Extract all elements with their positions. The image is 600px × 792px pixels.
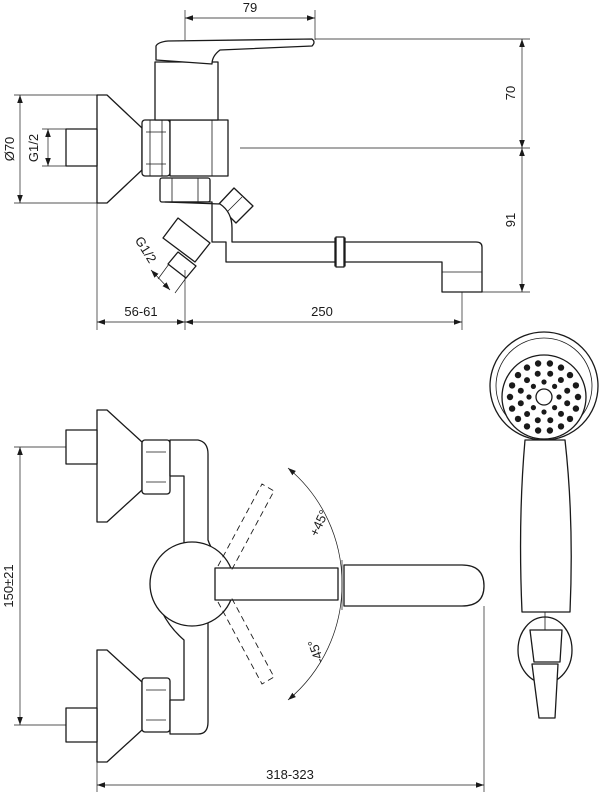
shower-nozzle: [526, 394, 532, 400]
shower-nozzle: [566, 371, 574, 379]
front-nut-bottom: [141, 677, 171, 733]
shower-nozzle: [572, 382, 580, 389]
front-lever: [214, 567, 339, 601]
shower-nozzle: [557, 377, 564, 383]
shower-hose-end: [531, 663, 559, 719]
shower-nozzle: [534, 427, 542, 434]
angle-plus-45: +45°: [306, 508, 331, 539]
side-lever-column: [154, 61, 219, 121]
shower-nozzle: [564, 387, 571, 394]
shower-nozzle: [523, 364, 531, 371]
shower-nozzles: [506, 360, 582, 434]
dim-91: 91: [503, 213, 518, 227]
dim-79: 79: [243, 0, 257, 15]
shower-center: [535, 388, 553, 406]
shower-holder-bracket: [529, 629, 563, 663]
front-nut-top: [141, 439, 171, 495]
shower-nozzle: [524, 377, 530, 384]
shower-nozzle: [517, 400, 524, 407]
shower-nozzle: [523, 423, 531, 430]
shower-nozzle: [506, 393, 514, 401]
shower-nozzle: [530, 405, 537, 411]
shower-nozzle: [541, 379, 547, 385]
dim-wall-offset: 56-61: [124, 304, 157, 319]
dim-spout-length: 250: [311, 304, 333, 319]
front-connector-top: [65, 429, 98, 465]
shower-nozzle: [552, 383, 558, 389]
side-spout: [164, 201, 483, 293]
side-valve-body: [169, 119, 229, 177]
side-lever-handle: [155, 38, 315, 65]
dim-thread-lower: G1/2: [132, 234, 160, 266]
shower-nozzle: [547, 417, 554, 424]
front-view: +45° -45° 150±21 318-323: [1, 409, 485, 792]
side-wall-connector: [65, 128, 98, 167]
side-shower-outlet: [162, 217, 211, 263]
shower-nozzle: [546, 360, 554, 367]
dim-front-width: 318-323: [266, 767, 314, 782]
shower-nozzle: [557, 364, 565, 371]
shower-nozzle: [534, 370, 541, 377]
angle-minus-45: -45°: [305, 638, 327, 666]
shower-nozzle: [530, 383, 537, 389]
shower-nozzle: [534, 360, 542, 367]
shower-nozzle: [557, 423, 565, 430]
shower-nozzle: [508, 382, 516, 389]
shower-nozzle: [514, 415, 522, 423]
shower-nozzle: [558, 410, 564, 417]
dim-thread-upper: G1/2: [26, 134, 41, 162]
front-connector-bottom: [65, 707, 98, 743]
side-wall-flange: [96, 94, 143, 204]
shower-nozzle: [546, 427, 554, 434]
dim-flange-diameter: Ø70: [2, 137, 17, 162]
shower-nozzle: [552, 405, 558, 411]
shower-nozzle: [541, 409, 547, 415]
shower-nozzle: [556, 394, 562, 400]
shower-nozzle: [534, 417, 541, 424]
shower-nozzle: [564, 400, 571, 407]
front-spout: [343, 564, 485, 607]
shower-nozzle: [572, 405, 580, 412]
shower-nozzle: [574, 393, 582, 401]
lever-ghost-up: [217, 483, 275, 574]
shower-nozzle: [508, 405, 516, 412]
side-lower-nut: [159, 177, 211, 203]
side-hex-nut: [141, 119, 171, 177]
shower-nozzle: [566, 415, 574, 423]
shower-nozzle: [514, 371, 522, 379]
front-flange-bottom: [96, 649, 143, 763]
lever-ghost-down: [217, 594, 275, 685]
side-view: 79 70 91 Ø70 G1/2 G1/2 56-61 250: [2, 0, 530, 330]
shower-nozzle: [524, 411, 531, 417]
shower-nozzle: [517, 387, 524, 394]
shower-nozzle: [547, 370, 554, 377]
dim-70: 70: [503, 86, 518, 100]
shower-handle: [519, 439, 572, 613]
hand-shower: [489, 331, 599, 719]
dim-centers: 150±21: [1, 564, 16, 607]
front-flange-top: [96, 409, 143, 523]
